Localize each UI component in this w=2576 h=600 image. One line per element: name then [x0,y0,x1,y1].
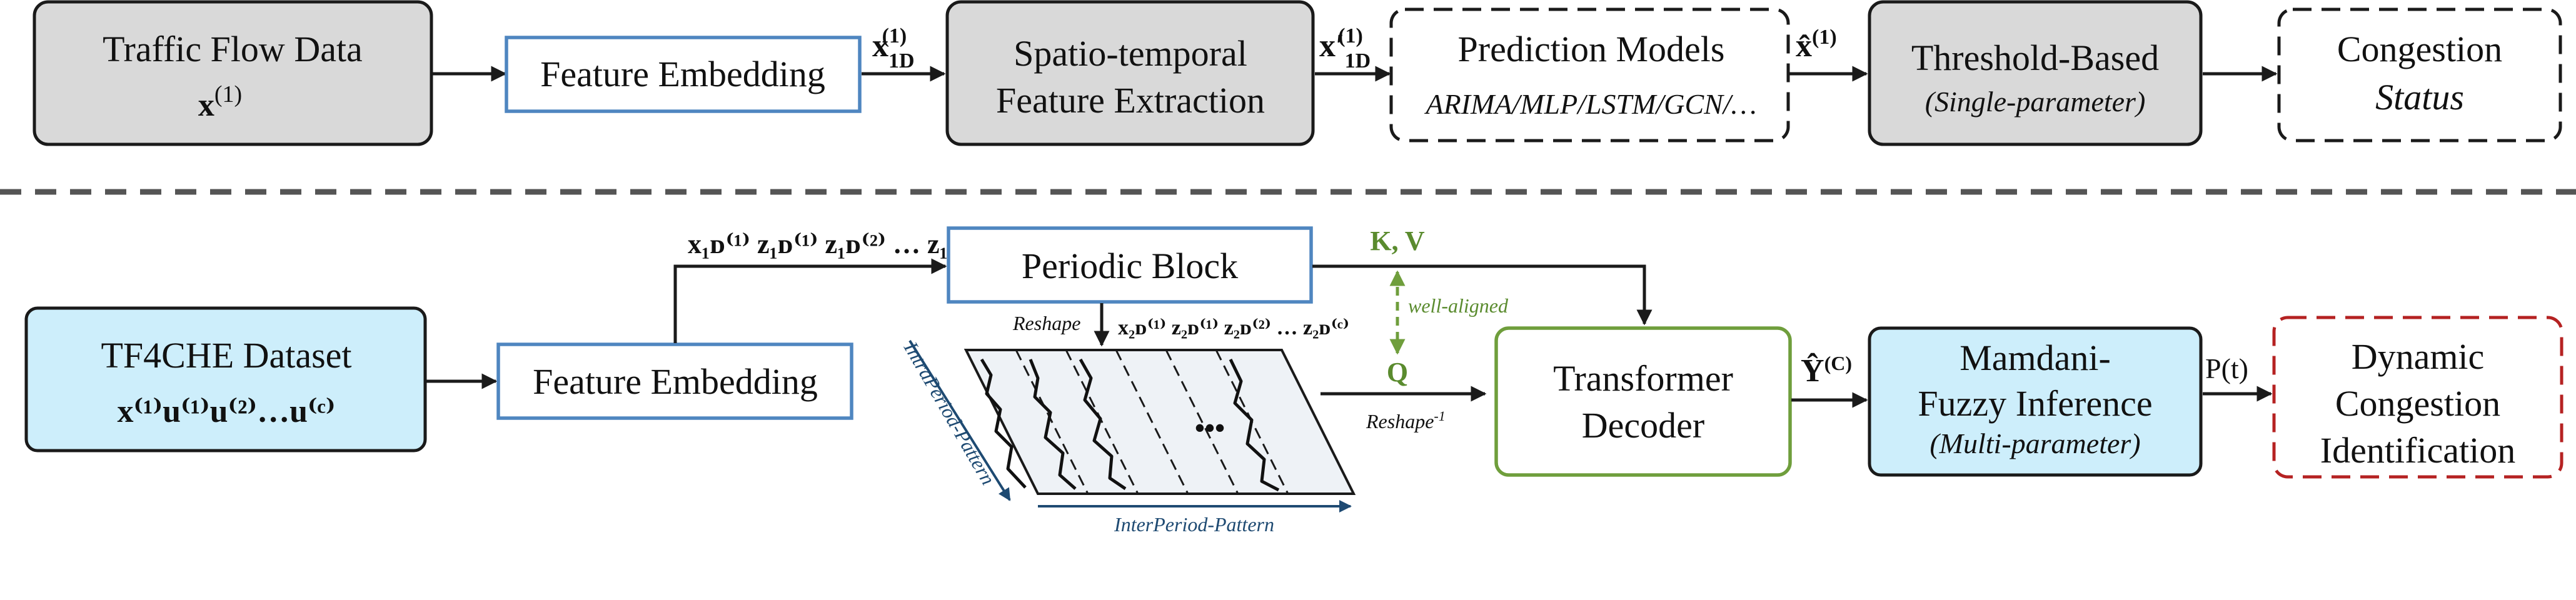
periodic-block-label: Periodic Block [1022,246,1238,286]
spatio-temporal-node: Spatio-temporal Feature Extraction [945,0,1315,146]
dataset-title: TF4CHE Dataset [101,335,351,376]
fuzzy-line2: Fuzzy Inference [1918,383,2152,424]
prediction-models-node: Prediction Models ARIMA/MLP/LSTM/GCN/… [1389,8,1790,142]
dataset-node: TF4CHE Dataset x⁽¹⁾u⁽¹⁾u⁽²⁾…u⁽ᶜ⁾ [24,306,427,452]
decoder-line2: Decoder [1582,405,1704,446]
reshape-out-label: x₂ᴅ⁽¹⁾ z₂ᴅ⁽¹⁾ z₂ᴅ⁽²⁾ … z₂ᴅ⁽ᶜ⁾ [1118,316,1349,339]
periodic-block-node: Periodic Block [947,226,1313,304]
traffic-flow-math: x(1) [198,81,242,123]
arrow-embed-to-periodic [673,258,947,343]
period-wave-3 [1079,358,1127,491]
congestion-status-line2: Status [2375,77,2464,118]
well-aligned-label: well-aligned [1408,294,1509,317]
congestion-status-line1: Congestion [2337,29,2502,69]
reshape-inv-label: Reshape-1 [1366,408,1446,432]
traffic-flow-node: Traffic Flow Data x(1) [33,0,433,146]
dynamic-line2: Congestion [2335,383,2500,424]
fuzzy-inference-node: Mamdani- Fuzzy Inference (Multi-paramete… [1868,326,2203,477]
arrow-spatio-label: x′1D(1) [1319,24,1371,72]
threshold-subtitle: (Single-parameter) [1925,86,2146,118]
period-2d-grid: ••• [963,349,1356,495]
period-ellipsis: ••• [1195,412,1225,444]
intra-period-arrow [908,339,1011,501]
fuzzy-out-label: P(t) [2205,352,2248,384]
prediction-models-list: ARIMA/MLP/LSTM/GCN/… [1424,88,1756,120]
feature-embedding-bottom-label: Feature Embedding [533,361,818,402]
arrow-periodic-to-decoder [1312,264,1653,326]
dataset-math: x⁽¹⁾u⁽¹⁾u⁽²⁾…u⁽ᶜ⁾ [118,394,336,429]
feature-embedding-top-node: Feature Embedding [505,36,862,113]
arrow-embed-label: x1D(1) [872,24,915,72]
spatio-temporal-line1: Spatio-temporal [1014,33,1247,74]
period-wave-2 [1029,359,1077,490]
dynamic-congestion-node: Dynamic Congestion Identification [2272,316,2563,479]
q-label: Q [1387,357,1408,388]
reshape-label: Reshape [1012,312,1080,334]
spatio-temporal-line2: Feature Extraction [996,80,1265,121]
threshold-node: Threshold-Based (Single-parameter) [1868,0,2203,146]
feature-embedding-top-label: Feature Embedding [540,54,825,94]
inter-period-label: InterPeriod-Pattern [1114,513,1274,536]
arrow-pred-label: x̂(1) [1796,26,1837,64]
period-wave-4 [1229,358,1280,492]
period-wave-1 [980,358,1027,489]
decoder-line1: Transformer [1553,358,1733,399]
fuzzy-line3: (Multi-parameter) [1929,428,2140,459]
prediction-models-title: Prediction Models [1458,29,1725,69]
kv-label: K, V [1370,226,1424,256]
dynamic-line1: Dynamic [2352,336,2485,377]
threshold-title: Threshold-Based [1911,38,2159,78]
transformer-decoder-node: Transformer Decoder [1494,326,1792,477]
dynamic-line3: Identification [2320,430,2515,471]
fuzzy-line1: Mamdani- [1960,338,2111,378]
traffic-flow-title: Traffic Flow Data [103,29,363,69]
decoder-out-label: Ŷ(C) [1801,352,1852,389]
embed-up-label: x₁ᴅ⁽¹⁾ z₁ᴅ⁽¹⁾ z₁ᴅ⁽²⁾ … z₁ᴅ⁽ᶜ⁾ [688,229,987,259]
congestion-status-node: Congestion Status [2277,8,2562,142]
feature-embedding-bottom-node: Feature Embedding [496,342,853,420]
